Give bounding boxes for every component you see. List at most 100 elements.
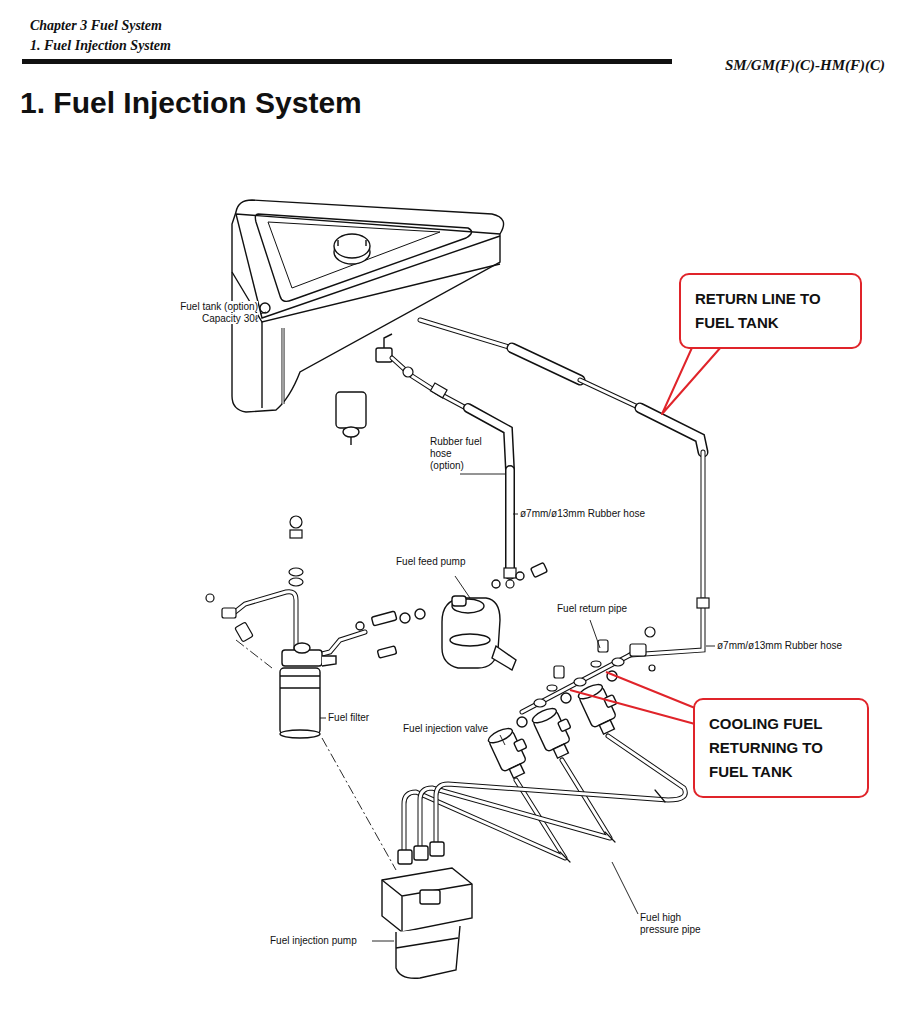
return-line (420, 320, 709, 655)
feed-line (507, 470, 514, 575)
fuel-injection-valve (576, 679, 626, 737)
part-label-text: Fuel feed pump (396, 556, 466, 567)
filter-pipes (289, 578, 303, 586)
model-code: SM/GM(F)(C)-HM(F)(C) (692, 57, 885, 74)
return-line (512, 348, 580, 380)
fuel-injection-valve (486, 671, 626, 781)
leader-line (590, 620, 600, 648)
filter-pipes (322, 632, 365, 654)
fuel-tank (384, 334, 392, 348)
fuel-return-pipe (574, 678, 586, 686)
section-heading: 1. Fuel Injection System (30, 38, 171, 53)
return-line (630, 600, 703, 655)
fuel-tank (336, 392, 366, 428)
feed-line (430, 383, 447, 398)
callout-text: COOLING FUEL RETURNING TO FUEL TANK (709, 712, 849, 784)
feed-line (504, 568, 516, 578)
model-code-text: SM/GM(F)(C)-HM(F)(C) (725, 57, 885, 73)
fuel-feed-pump (400, 613, 410, 623)
fuel-filter (280, 730, 320, 738)
fuel-injection-pump (382, 868, 472, 932)
return-line (580, 380, 640, 408)
high-pressure-pipe (404, 736, 685, 862)
fuel-injection-pump (396, 938, 458, 948)
fuel-injection-valve (517, 717, 527, 727)
part-label: Fuel injection valve (403, 723, 503, 735)
fuel-tank (350, 437, 351, 445)
leader-line (260, 312, 266, 314)
filter-pipes (235, 592, 296, 650)
fuel-injection-valve (558, 719, 571, 732)
chapter-heading: Chapter 3 Fuel System (30, 18, 162, 33)
fuel-tank (268, 222, 440, 288)
feed-line (392, 358, 466, 408)
leader-line (612, 862, 638, 914)
fuel-filter (294, 643, 310, 653)
fuel-injection-valve (553, 744, 568, 758)
fuel-tank (232, 200, 504, 412)
fuel-injection-valve (530, 706, 558, 726)
page-title: 1. Fuel Injection System (20, 86, 362, 119)
return-line (697, 598, 709, 608)
high-pressure-pipe (560, 790, 665, 862)
fuel-return-pipe (547, 685, 557, 691)
return-line (420, 320, 512, 348)
return-line (701, 452, 706, 600)
fuel-return-pipe (554, 666, 564, 678)
part-label-text: Fuel injection valve (403, 723, 488, 734)
feed-line (506, 580, 514, 588)
filter-pipes (206, 516, 365, 654)
fuel-feed-pump (450, 634, 490, 646)
return-line (702, 452, 705, 600)
callout-pointer (570, 330, 736, 724)
fuel-feed-pump (356, 563, 547, 670)
fuel-feed-pump (452, 596, 466, 606)
part-label: Fuel return pipe (557, 603, 657, 615)
fuel-filter (322, 656, 336, 666)
fuel-tank (338, 240, 366, 246)
part-label: Fuel feed pump (396, 556, 496, 568)
fuel-tank (236, 214, 500, 318)
part-label-text: Fuel high pressure pipe (640, 912, 701, 935)
part-label-text: Fuel injection pump (270, 935, 357, 946)
return-line (640, 408, 703, 452)
part-label-text: Rubber fuel hose (option) (430, 436, 482, 471)
fuel-injection-valve (486, 726, 514, 746)
return-line (640, 408, 703, 452)
fuel-tank (232, 200, 504, 445)
fuel-tank (376, 348, 392, 362)
fuel-filter (280, 676, 320, 688)
fuel-tank (334, 234, 370, 258)
part-label: ø7mm/ø13mm Rubber hose (520, 508, 660, 520)
fuel-injection-pump (396, 926, 460, 978)
fuel-return-pipe (612, 658, 624, 666)
part-label: Fuel filter (328, 712, 408, 724)
filter-pipes (222, 608, 236, 618)
fuel-feed-pump (531, 563, 548, 578)
fuel-feed-pump (415, 609, 425, 619)
fuel-tank (282, 328, 283, 404)
callout-text: RETURN LINE TO FUEL TANK (695, 287, 835, 335)
filter-pipes (235, 622, 253, 642)
fuel-injection-pump (414, 846, 428, 860)
return-line (630, 600, 703, 655)
fuel-return-pipe (645, 627, 655, 637)
fuel-feed-pump (442, 598, 500, 668)
high-pressure-pipe (420, 760, 610, 854)
return-line (512, 348, 580, 380)
part-label-text: ø7mm/ø13mm Rubber hose (520, 508, 645, 519)
section-heading-text: 1. Fuel Injection System (30, 38, 171, 53)
part-label-text: Fuel return pipe (557, 603, 627, 614)
fuel-return-pipe (630, 644, 646, 656)
fuel-return-pipe (534, 699, 546, 707)
filter-pipes (290, 516, 302, 528)
part-label: Fuel high pressure pipe (640, 912, 710, 936)
part-label: Fuel injection pump (270, 935, 370, 947)
part-label-text: Fuel tank (option) Capacity 30ℓ (180, 301, 258, 324)
feed-line (392, 358, 466, 408)
fuel-feed-pump (356, 622, 364, 630)
fuel-injection-pump (430, 842, 444, 856)
fuel-feed-pump (492, 646, 516, 670)
fuel-tank (232, 264, 500, 322)
